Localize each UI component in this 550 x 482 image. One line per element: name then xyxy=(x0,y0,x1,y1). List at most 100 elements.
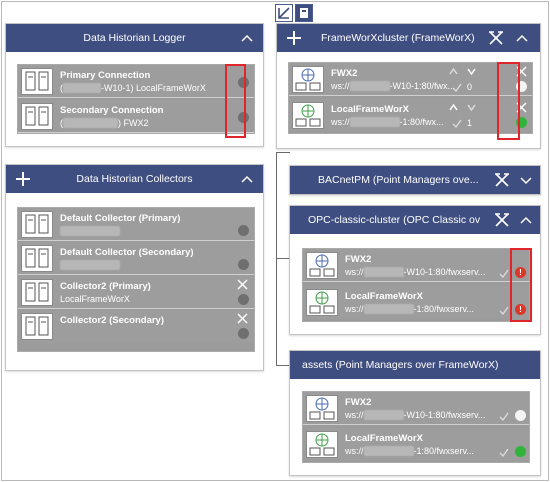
move-up-icon[interactable] xyxy=(449,67,458,76)
assets-panel: assets (Point Managers over FrameWorX) F… xyxy=(289,350,541,476)
panel-title: assets (Point Managers over FrameWorX) xyxy=(302,359,499,371)
check-icon xyxy=(499,448,509,457)
item-name: FWX2 xyxy=(331,68,358,79)
item-name: Default Collector (Primary) xyxy=(60,213,181,224)
panel-title: Data Historian Logger xyxy=(83,32,186,44)
check-icon xyxy=(452,119,462,128)
item-detail: ws://-1:80/fwxserv... xyxy=(345,304,474,314)
item-detail: ws://-1:80/fwx... xyxy=(331,117,444,127)
error-icon: ! xyxy=(515,267,526,278)
list-item[interactable]: FWX2 ws://-W10-1:80/fwxserv... xyxy=(303,392,529,425)
item-detail xyxy=(60,226,120,236)
item-name: Primary Connection xyxy=(60,70,151,81)
tree-view-button[interactable] xyxy=(275,4,293,22)
list-item[interactable]: FWX2 ws://-W10-1:80/fwxserv... ! xyxy=(303,249,529,282)
tree-view-icon xyxy=(278,7,290,19)
collector-list: Default Collector (Primary) Default Coll… xyxy=(17,207,255,352)
status-dot xyxy=(238,77,249,88)
item-name: Collector2 (Primary) xyxy=(60,281,151,292)
server-list: FWX2 ws://-W10-1:80/fwxserv... LocalFram… xyxy=(302,391,530,463)
move-down-icon[interactable] xyxy=(467,103,476,112)
disconnect-icon[interactable] xyxy=(494,212,510,228)
disconnect-icon[interactable] xyxy=(494,172,510,188)
move-down-icon[interactable] xyxy=(467,67,476,76)
check-icon xyxy=(499,412,509,421)
list-item[interactable]: Secondary Connection () FWX2 xyxy=(18,100,254,133)
list-item[interactable]: Collector2 (Secondary) xyxy=(18,310,254,343)
card-view-button[interactable] xyxy=(295,4,313,22)
connector-line xyxy=(276,258,290,259)
list-item[interactable]: Default Collector (Primary) xyxy=(18,208,254,241)
list-item[interactable]: FWX2 ws://-W10-1:80/fwx... 0 xyxy=(289,63,532,96)
globe-server-icon xyxy=(306,252,338,279)
panel-title: BACnetPM (Point Managers ove... xyxy=(318,174,479,186)
collectors-panel: Data Historian Collectors Default Collec… xyxy=(5,164,264,371)
globe-server-icon xyxy=(306,289,338,316)
delete-icon[interactable] xyxy=(237,313,248,324)
fwx-cluster-header: FrameWorXcluster (FrameWorX) xyxy=(277,24,540,52)
item-name: Default Collector (Secondary) xyxy=(60,247,194,258)
status-dot xyxy=(238,112,249,123)
item-detail: ws://-W10-1:80/fwxserv... xyxy=(345,410,486,420)
error-icon: ! xyxy=(515,304,526,315)
chevron-up-icon[interactable] xyxy=(514,30,530,46)
delete-icon[interactable] xyxy=(237,279,248,290)
item-name: FWX2 xyxy=(345,254,372,265)
chevron-up-icon[interactable] xyxy=(239,30,255,46)
status-dot xyxy=(238,294,249,305)
connector-line xyxy=(276,152,290,153)
bacnet-panel: BACnetPM (Point Managers ove... xyxy=(289,165,541,195)
list-item[interactable]: LocalFrameWorX ws://-1:80/fwxserv... ! xyxy=(303,286,529,319)
chevron-up-icon[interactable] xyxy=(239,171,255,187)
server-pair-icon xyxy=(21,279,53,306)
add-server-button[interactable] xyxy=(285,29,303,47)
item-count: 1 xyxy=(467,118,473,128)
view-toolbar xyxy=(275,4,313,24)
highlight-box xyxy=(497,62,520,140)
list-item[interactable]: Collector2 (Primary) LocalFrameWorX xyxy=(18,276,254,309)
list-item[interactable]: Default Collector (Secondary) xyxy=(18,242,254,275)
item-detail: ws://-W10-1:80/fwx... xyxy=(331,81,456,91)
status-dot xyxy=(238,225,249,236)
server-pair-icon xyxy=(21,211,53,238)
opc-header: OPC-classic-cluster (OPC Classic ov... xyxy=(290,206,540,234)
bacnet-header: BACnetPM (Point Managers ove... xyxy=(290,166,540,194)
list-item[interactable]: LocalFrameWorX ws://-1:80/fwx... 1 xyxy=(289,99,532,132)
opc-panel: OPC-classic-cluster (OPC Classic ov... F… xyxy=(289,205,541,335)
globe-server-icon xyxy=(292,102,324,129)
chevron-up-icon[interactable] xyxy=(518,212,534,228)
item-detail: ws://-W10-1:80/fwxserv... xyxy=(345,267,486,277)
check-icon xyxy=(499,269,509,278)
fwx-cluster-panel: FrameWorXcluster (FrameWorX) FWX2 ws://-… xyxy=(276,23,541,149)
server-pair-icon xyxy=(21,313,53,340)
check-icon xyxy=(452,83,462,92)
chevron-down-icon[interactable] xyxy=(518,172,534,188)
item-name: LocalFrameWorX xyxy=(345,291,423,302)
move-up-icon[interactable] xyxy=(449,103,458,112)
list-item[interactable]: LocalFrameWorX ws://-1:80/fwxserv... xyxy=(303,428,529,461)
panel-title: OPC-classic-cluster (OPC Classic ov... xyxy=(308,214,480,226)
item-count: 0 xyxy=(467,82,473,92)
collectors-header: Data Historian Collectors xyxy=(6,165,263,193)
add-collector-button[interactable] xyxy=(14,170,32,188)
logger-panel: Data Historian Logger Primary Connection… xyxy=(5,23,264,147)
server-pair-icon xyxy=(21,103,53,130)
server-list: FWX2 ws://-W10-1:80/fwxserv... ! LocalFr… xyxy=(302,248,530,322)
server-pair-icon xyxy=(21,68,53,95)
item-name: LocalFrameWorX xyxy=(345,433,423,444)
assets-header: assets (Point Managers over FrameWorX) xyxy=(290,351,540,379)
status-dot xyxy=(238,259,249,270)
disconnect-icon[interactable] xyxy=(488,30,504,46)
panel-title: FrameWorXcluster (FrameWorX) xyxy=(321,32,475,44)
list-item[interactable]: Primary Connection (-W10-1) LocalFrameWo… xyxy=(18,65,254,98)
check-icon xyxy=(499,306,509,315)
status-dot xyxy=(515,410,526,421)
status-dot xyxy=(515,446,526,457)
panel-title: Data Historian Collectors xyxy=(76,173,193,185)
item-name: Secondary Connection xyxy=(60,105,164,116)
highlight-box xyxy=(225,64,246,138)
card-view-icon xyxy=(300,8,308,18)
connection-list: Primary Connection (-W10-1) LocalFrameWo… xyxy=(17,64,255,134)
item-detail: LocalFrameWorX xyxy=(60,294,130,304)
